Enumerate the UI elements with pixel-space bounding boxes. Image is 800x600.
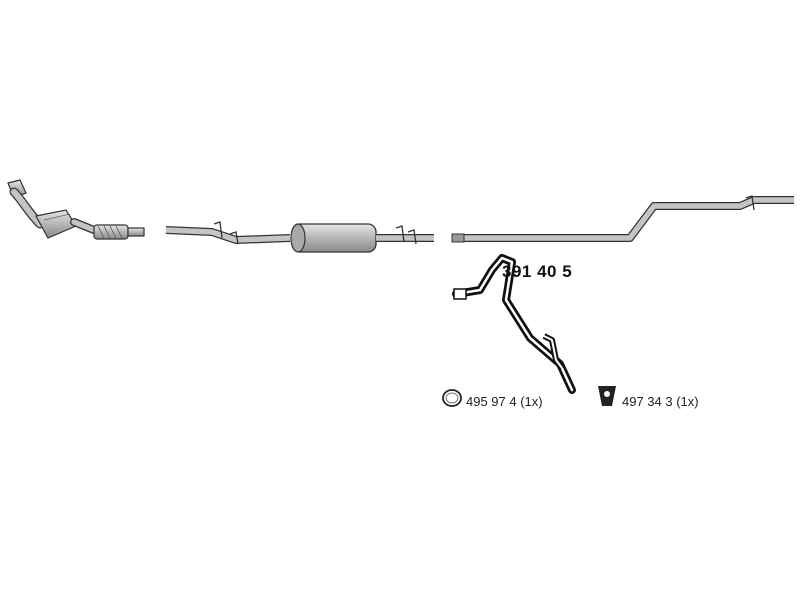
- part-number-label: 391 40 5: [502, 262, 573, 281]
- accessory-ring-label: 495 97 4 (1x): [466, 394, 543, 409]
- highlighted-tailpipe-391405[interactable]: [452, 254, 576, 394]
- rubber-mount-icon: [598, 386, 616, 406]
- middle-silencer-section[interactable]: [165, 221, 434, 253]
- rear-pipe[interactable]: [451, 195, 794, 243]
- accessory-mount-label: 497 34 3 (1x): [622, 394, 699, 409]
- front-pipe-catalytic-converter[interactable]: [7, 179, 145, 240]
- rubber-ring-icon: [442, 389, 462, 407]
